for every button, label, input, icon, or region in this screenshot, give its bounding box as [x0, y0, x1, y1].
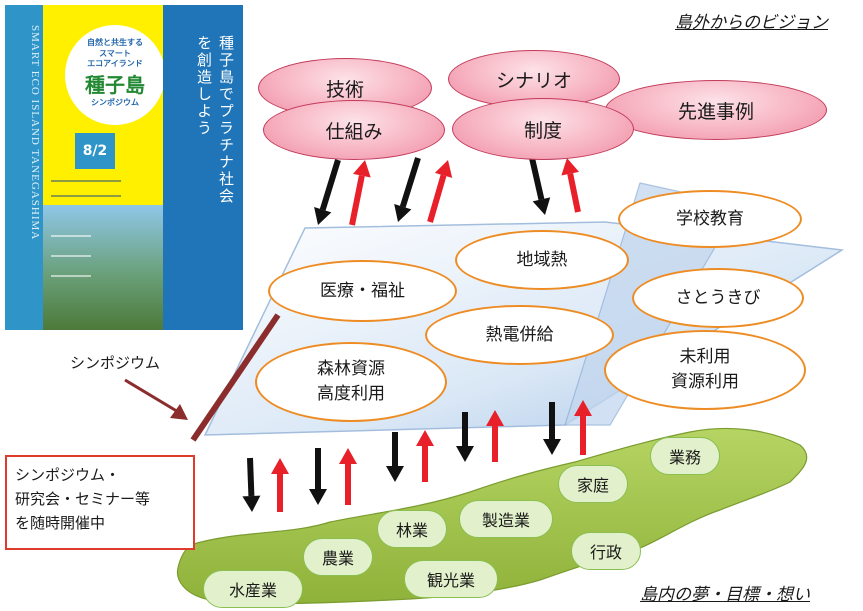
up-arrow-head	[271, 458, 289, 474]
down-arrow-shaft	[399, 157, 421, 208]
hub-item-forest-line1: 森林資源	[317, 359, 385, 379]
symposium-connector-line	[190, 313, 281, 442]
dream-heading: 島内の夢・目標・想い	[640, 585, 810, 605]
up-arrow-head	[416, 430, 434, 446]
poster-subtitle-2: スマート	[99, 49, 131, 58]
hub-item-medical: 医療・福祉	[268, 260, 457, 322]
down-arrow	[309, 448, 327, 505]
up-arrow	[486, 410, 504, 462]
up-arrow-shaft	[427, 174, 447, 223]
island-item: 林業	[377, 510, 447, 548]
down-arrow-head	[314, 207, 332, 225]
poster-symposium-label: シンポジウム	[91, 98, 139, 107]
island-item: 家庭	[558, 465, 628, 503]
hub-item-unused-line2: 資源利用	[671, 372, 739, 392]
down-arrow-shaft	[529, 157, 545, 201]
up-arrow-shaft	[567, 173, 581, 213]
hub-item-unused: 未利用 資源利用	[604, 330, 806, 410]
island-item: 行政	[571, 532, 641, 570]
up-arrow-head	[339, 448, 357, 464]
event-info-box: シンポジウム・ 研究会・セミナー等 を随時開催中	[5, 455, 195, 550]
island-item: 観光業	[404, 560, 498, 598]
event-box-line: を随時開催中	[15, 514, 106, 532]
poster-date-badge: 8/2	[75, 133, 115, 169]
poster-text-line	[51, 180, 121, 182]
down-arrow	[386, 432, 404, 482]
up-arrow	[416, 430, 434, 482]
poster-text-line	[51, 235, 91, 237]
hub-item-cogeneration: 熱電併給	[425, 305, 614, 365]
symposium-poster: SMART ECO ISLAND TANEGASHIMA 自然と共生する スマー…	[5, 5, 243, 330]
poster-title: 種子島	[85, 73, 145, 97]
down-arrow	[242, 457, 261, 512]
poster-blue-panel	[163, 5, 243, 330]
symposium-label: シンポジウム	[70, 354, 161, 372]
symposium-pointer-arrow	[124, 378, 181, 415]
poster-english-text: SMART ECO ISLAND TANEGASHIMA	[29, 25, 41, 241]
up-arrow-shaft	[349, 175, 365, 226]
up-arrow-head	[434, 160, 453, 178]
down-arrow	[394, 157, 421, 222]
vision-item: 制度	[452, 98, 634, 160]
down-arrow	[456, 412, 474, 462]
down-arrow-head	[386, 466, 404, 482]
down-arrow	[543, 402, 561, 455]
poster-subtitle-1: 自然と共生する	[87, 38, 143, 47]
down-arrow-head	[456, 446, 474, 462]
down-arrow-head	[242, 495, 261, 512]
down-arrow	[314, 159, 341, 225]
hub-item-district-heat: 地域熱	[455, 230, 629, 290]
down-arrow-head	[532, 197, 551, 215]
island-item: 農業	[303, 538, 373, 576]
up-arrow	[349, 160, 371, 226]
poster-vertical-text: 種子島でプラチナ社会を創造しよう	[195, 35, 235, 205]
event-box-line: シンポジウム・	[15, 466, 121, 484]
hub-item-forest-line2: 高度利用	[317, 384, 385, 404]
poster-subtitle-3: エコアイランド	[87, 59, 143, 68]
down-arrow-shaft	[319, 159, 341, 211]
event-box-line: 研究会・セミナー等	[15, 490, 151, 508]
up-arrow	[271, 458, 289, 512]
poster-title-circle	[65, 25, 165, 125]
island-item: 業務	[650, 437, 720, 475]
island-item: 水産業	[203, 570, 303, 608]
hub-item-school: 学校教育	[618, 190, 802, 248]
down-arrow-head	[543, 439, 561, 455]
vision-heading: 島外からのビジョン	[675, 13, 828, 33]
poster-text-line	[51, 255, 91, 257]
up-arrow-head	[574, 400, 592, 416]
symposium-pointer-head	[170, 404, 188, 420]
up-arrow	[339, 448, 357, 505]
island-item: 製造業	[459, 500, 553, 538]
up-arrow	[427, 160, 453, 223]
poster-text-line	[51, 275, 91, 277]
down-arrow-shaft	[247, 457, 255, 497]
down-arrow-head	[394, 204, 412, 222]
up-arrow-head	[353, 160, 371, 178]
poster-text-line	[51, 195, 121, 197]
down-arrow	[529, 157, 551, 215]
poster-side-strip	[5, 5, 43, 330]
up-arrow-head	[486, 410, 504, 426]
hub-item-forest: 森林資源 高度利用	[255, 342, 447, 422]
up-arrow-head	[561, 158, 580, 176]
down-arrow-head	[309, 489, 327, 505]
hub-item-unused-line1: 未利用	[679, 347, 731, 367]
vision-item: 先進事例	[605, 80, 827, 140]
up-arrow	[561, 158, 581, 213]
vision-item: 仕組み	[263, 100, 445, 160]
hub-item-sugarcane: さとうきび	[632, 268, 804, 328]
up-arrow	[574, 400, 592, 455]
